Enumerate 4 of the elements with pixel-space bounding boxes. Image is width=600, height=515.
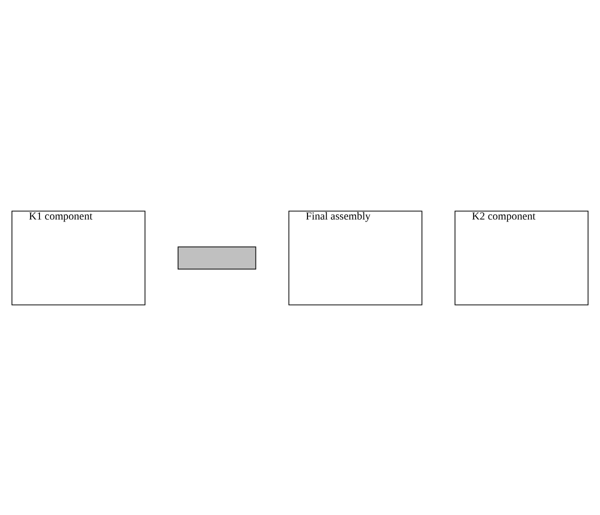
node-box: Final assembly xyxy=(288,210,422,305)
node-box: K2 component xyxy=(454,210,588,305)
node-box: K1 component xyxy=(12,210,146,305)
node-bar xyxy=(178,246,256,270)
